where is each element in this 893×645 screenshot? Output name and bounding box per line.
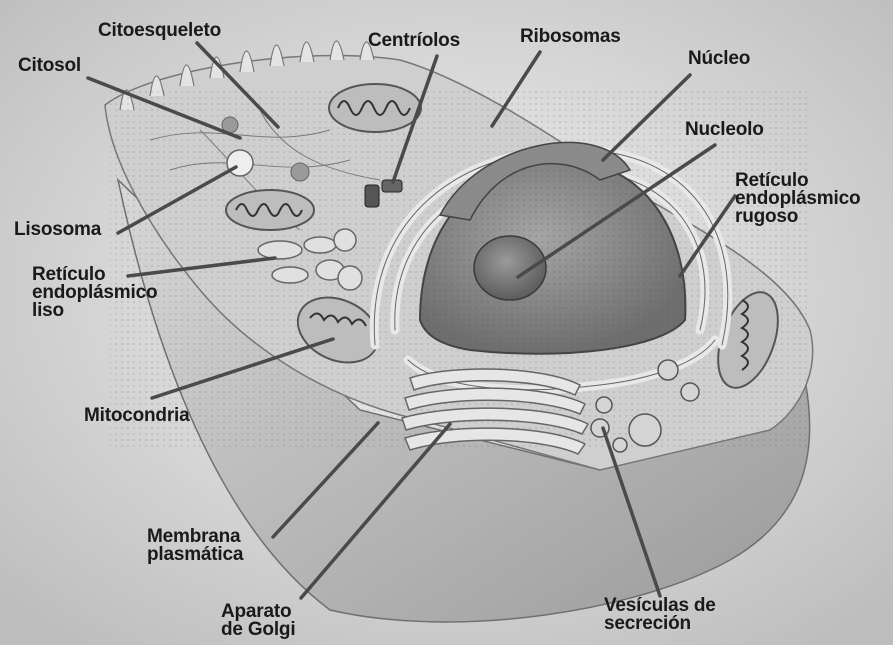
label-citoesqueleto: Citoesqueleto xyxy=(98,22,221,40)
label-citosol: Citosol xyxy=(18,57,81,75)
mitochondrion-top xyxy=(329,84,421,132)
label-nucleolo: Nucleolo xyxy=(685,121,764,139)
label-mitocondria: Mitocondria xyxy=(84,407,189,425)
label-aparato-golgi: Aparato de Golgi xyxy=(221,603,295,639)
lysosome xyxy=(227,150,253,176)
vesicle xyxy=(291,163,309,181)
label-lisosoma: Lisosoma xyxy=(14,221,101,239)
label-reticulo-rugoso: Retículo endoplásmico rugoso xyxy=(735,172,860,226)
label-reticulo-liso: Retículo endoplásmico liso xyxy=(32,266,157,320)
label-vesiculas-secrecion: Vesículas de secreción xyxy=(604,597,716,633)
label-membrana-plasmatica: Membrana plasmática xyxy=(147,528,243,564)
label-centriolos: Centríolos xyxy=(368,32,460,50)
mitochondrion-left xyxy=(226,190,314,230)
label-ribosomas: Ribosomas xyxy=(520,28,621,46)
nucleolus xyxy=(474,236,546,300)
label-nucleo: Núcleo xyxy=(688,50,750,68)
